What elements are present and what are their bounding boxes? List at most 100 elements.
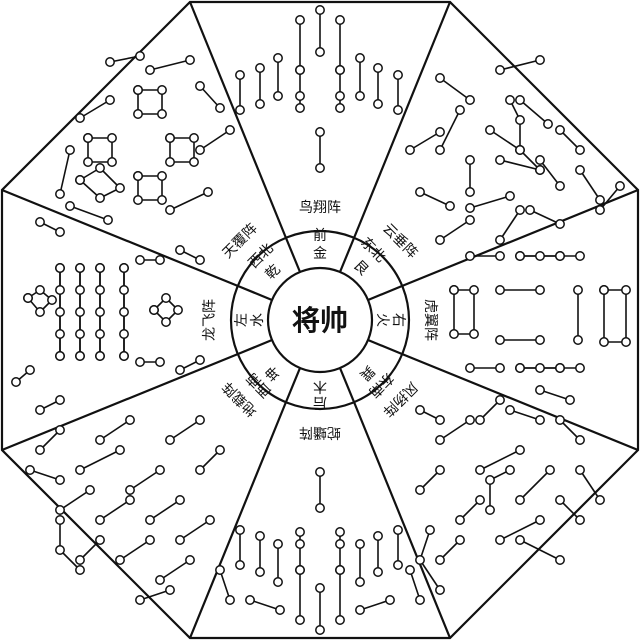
soldier-marker [335, 539, 345, 549]
formation-label-south: 蛇蟠阵 [299, 424, 341, 440]
soldier-marker [295, 615, 305, 625]
soldier-marker [273, 577, 283, 587]
soldier-marker [157, 195, 167, 205]
soldier-marker [245, 595, 255, 605]
center-label: 将帅 [292, 304, 348, 337]
soldier-marker [535, 335, 545, 345]
soldier-marker [225, 125, 235, 135]
inner-ring [266, 266, 374, 374]
soldier-marker [475, 495, 485, 505]
soldier-marker [55, 545, 65, 555]
soldier-marker [275, 605, 285, 615]
soldier-marker [555, 219, 565, 229]
soldier-marker [315, 5, 325, 15]
soldier-marker [335, 565, 345, 575]
soldier-marker [235, 105, 245, 115]
soldier-marker [393, 560, 403, 570]
soldier-marker [373, 99, 383, 109]
formation-label-east: 虎翼阵 [422, 299, 438, 341]
soldier-marker [155, 465, 165, 475]
soldier-marker [119, 307, 129, 317]
soldier-marker [35, 217, 45, 227]
soldier-marker [355, 577, 365, 587]
soldier-marker [485, 475, 495, 485]
soldier-marker [75, 465, 85, 475]
soldier-marker [195, 465, 205, 475]
soldier-marker [255, 531, 265, 541]
inner-label-east-1: 右 [390, 313, 406, 327]
soldier-marker [203, 187, 213, 197]
soldier-marker [555, 251, 565, 261]
soldier-marker [157, 171, 167, 181]
soldier-marker [295, 103, 305, 113]
soldier-marker [55, 351, 65, 361]
soldier-marker [455, 535, 465, 545]
soldier-marker [105, 95, 115, 105]
soldier-marker [55, 189, 65, 199]
soldier-marker [75, 555, 85, 565]
soldier-marker [575, 251, 585, 261]
soldier-marker [515, 363, 525, 373]
soldier-marker [495, 395, 505, 405]
soldier-marker [165, 435, 175, 445]
soldier-marker [107, 133, 117, 143]
soldier-marker [65, 145, 75, 155]
soldier-marker [133, 85, 143, 95]
soldier-marker [295, 15, 305, 25]
soldier-marker [35, 445, 45, 455]
soldier-marker [415, 555, 425, 565]
soldier-marker [515, 495, 525, 505]
soldier-marker [435, 73, 445, 83]
inner-ring-spokes [237, 237, 403, 403]
soldier-marker [335, 527, 345, 537]
soldier-marker [95, 535, 105, 545]
soldier-marker [315, 583, 325, 593]
soldier-marker [435, 555, 445, 565]
soldier-marker [535, 385, 545, 395]
soldier-marker [161, 293, 171, 303]
soldier-marker [295, 527, 305, 537]
soldier-marker [55, 425, 65, 435]
soldier-marker [95, 163, 105, 173]
soldier-marker [155, 575, 165, 585]
soldier-marker [525, 205, 535, 215]
soldier-marker [595, 195, 605, 205]
soldier-marker [575, 145, 585, 155]
soldier-marker [573, 335, 583, 345]
soldier-marker [599, 337, 609, 347]
soldier-marker [175, 495, 185, 505]
soldier-marker [35, 285, 45, 295]
soldier-marker [215, 565, 225, 575]
soldier-marker [535, 285, 545, 295]
soldier-marker [555, 555, 565, 565]
soldier-marker [565, 395, 575, 405]
soldier-marker [465, 203, 475, 213]
soldier-marker [235, 525, 245, 535]
soldier-marker [175, 245, 185, 255]
soldier-marker [149, 305, 159, 315]
soldier-marker [65, 201, 75, 211]
soldier-marker [575, 165, 585, 175]
soldier-marker [393, 70, 403, 80]
soldier-marker [485, 505, 495, 515]
soldier-marker [435, 435, 445, 445]
soldier-marker [103, 215, 113, 225]
soldier-marker [393, 525, 403, 535]
soldier-marker [175, 535, 185, 545]
soldier-marker [555, 363, 565, 373]
soldier-marker [173, 305, 183, 315]
soldier-marker [11, 377, 21, 387]
soldier-marker [255, 63, 265, 73]
soldier-marker [495, 285, 505, 295]
soldier-marker [415, 187, 425, 197]
formation-label-north: 鸟翔阵 [299, 200, 341, 216]
soldier-marker [273, 539, 283, 549]
soldier-marker [157, 109, 167, 119]
soldier-marker [195, 415, 205, 425]
soldier-marker [145, 515, 155, 525]
soldier-marker [95, 515, 105, 525]
soldier-marker [575, 363, 585, 373]
soldier-marker [133, 195, 143, 205]
soldier-marker [535, 155, 545, 165]
soldier-marker [315, 163, 325, 173]
